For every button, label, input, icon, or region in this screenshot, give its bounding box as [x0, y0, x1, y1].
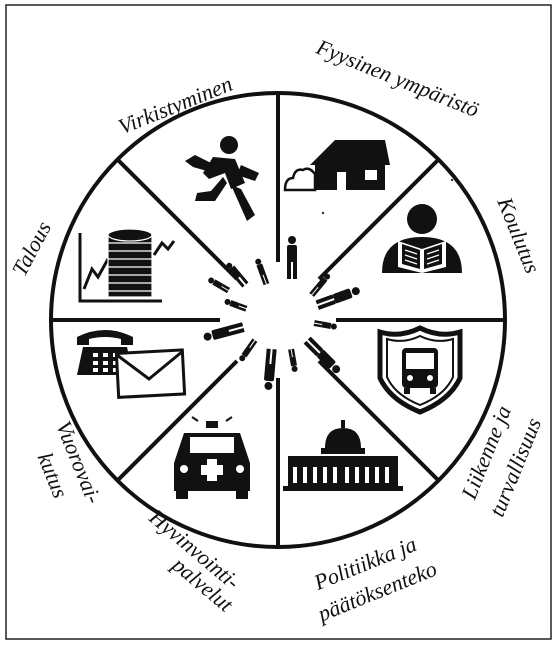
speck — [321, 211, 325, 215]
label-koulutus: Koulutus — [492, 193, 545, 277]
label-virkistyminen: Virkistyminen — [115, 71, 236, 139]
telephone-envelope-icon — [77, 330, 187, 399]
label-fyysinen-ymparisto: Fyysinen ympäristö — [312, 34, 483, 122]
wheel-spokes — [51, 93, 505, 547]
coins-chart-icon — [78, 228, 176, 303]
outer-frame — [5, 4, 552, 640]
ambulance-icon — [174, 416, 250, 499]
house-icon — [283, 140, 390, 192]
reading-person-icon — [382, 204, 462, 273]
label-talous: Talous — [7, 217, 56, 280]
bus-shield-icon — [377, 325, 463, 415]
capitol-building-icon — [283, 420, 403, 491]
running-person-icon — [185, 136, 259, 221]
hub-people-icon — [203, 236, 360, 390]
speck — [450, 178, 454, 182]
